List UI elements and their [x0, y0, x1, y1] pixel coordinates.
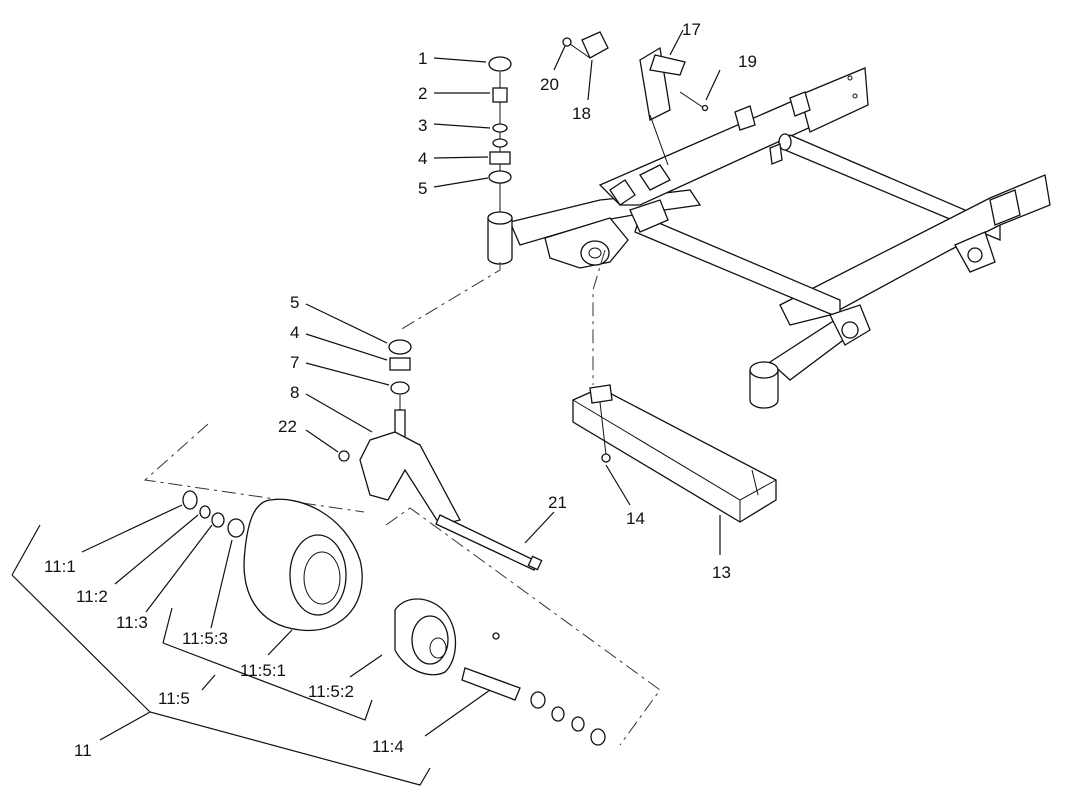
dust-cap: [488, 56, 512, 72]
callout-11: 11: [74, 741, 92, 760]
callout-2: 2: [418, 84, 427, 103]
castor-tube: [487, 211, 513, 265]
upper-right-hardware: [562, 31, 709, 112]
callout-5-lower: 5: [290, 293, 299, 312]
callout-18: 18: [572, 104, 591, 123]
assembly-lines: [143, 249, 661, 746]
callout-11-4: 11:4: [372, 737, 404, 756]
callout-5-upper: 5: [418, 179, 427, 198]
callout-22: 22: [278, 417, 297, 436]
callout-7: 7: [290, 353, 299, 372]
callout-1: 1: [418, 49, 427, 68]
callout-14: 14: [626, 509, 645, 528]
callout-19: 19: [738, 52, 757, 71]
callout-21: 21: [548, 493, 567, 512]
upper-bearing-stack: [488, 56, 512, 212]
callout-11-2: 11:2: [76, 587, 108, 606]
wheel-assembly: [182, 490, 606, 746]
callout-8: 8: [290, 383, 299, 402]
leader-lines: [11, 29, 721, 786]
lower-fork-stack: [338, 339, 461, 526]
callout-11-5-3: 11:5:3: [182, 629, 228, 648]
main-frame: [509, 46, 1051, 409]
callout-11-3: 11:3: [116, 613, 148, 632]
callout-4-lower: 4: [290, 323, 299, 342]
callout-11-5: 11:5: [158, 689, 190, 708]
callout-3: 3: [418, 116, 427, 135]
callout-20: 20: [540, 75, 559, 94]
callout-17: 17: [682, 20, 701, 39]
callout-11-1: 11:1: [44, 557, 76, 576]
callout-11-5-2: 11:5:2: [308, 682, 354, 701]
callout-4-upper: 4: [418, 149, 427, 168]
weight-bar: [572, 384, 777, 523]
callout-13: 13: [712, 563, 731, 582]
axle-bolt: [435, 514, 543, 571]
callout-labels: 1 2 3 4 5 17 18 19 20 5 4 7 8 22 21 14 1…: [44, 20, 757, 760]
callout-11-5-1: 11:5:1: [240, 661, 286, 680]
